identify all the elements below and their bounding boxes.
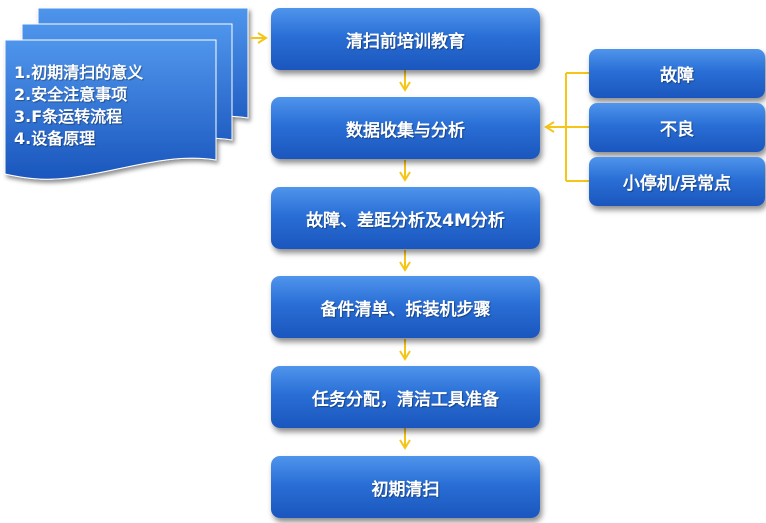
input-breakdown: 故障 — [589, 49, 765, 98]
document-list: 1.初期清扫的意义 2.安全注意事项 3.F条运转流程 4.设备原理 — [14, 62, 143, 150]
input-defect: 不良 — [589, 103, 765, 152]
document-item: 3.F条运转流程 — [14, 107, 123, 126]
document-item: 1.初期清扫的意义 — [14, 63, 144, 82]
document-item: 2.安全注意事项 — [14, 85, 128, 104]
multi-document-shape — [4, 7, 249, 180]
arrows-main-flow — [399, 70, 411, 450]
arrow-inputs-to-step2 — [544, 72, 589, 182]
document-item: 4.设备原理 — [14, 129, 96, 148]
input-minor-stop: 小停机/异常点 — [589, 157, 765, 206]
step-spare-parts: 备件清单、拆装机步骤 — [271, 276, 540, 338]
step-task-assignment: 任务分配，清洁工具准备 — [271, 366, 540, 428]
step-training: 清扫前培训教育 — [271, 8, 540, 70]
step-initial-cleaning: 初期清扫 — [271, 456, 540, 518]
document-front — [4, 39, 217, 180]
arrow-document-to-step1 — [250, 32, 268, 44]
step-4m-analysis: 故障、差距分析及4M分析 — [271, 187, 540, 249]
step-data-collection: 数据收集与分析 — [271, 97, 540, 159]
